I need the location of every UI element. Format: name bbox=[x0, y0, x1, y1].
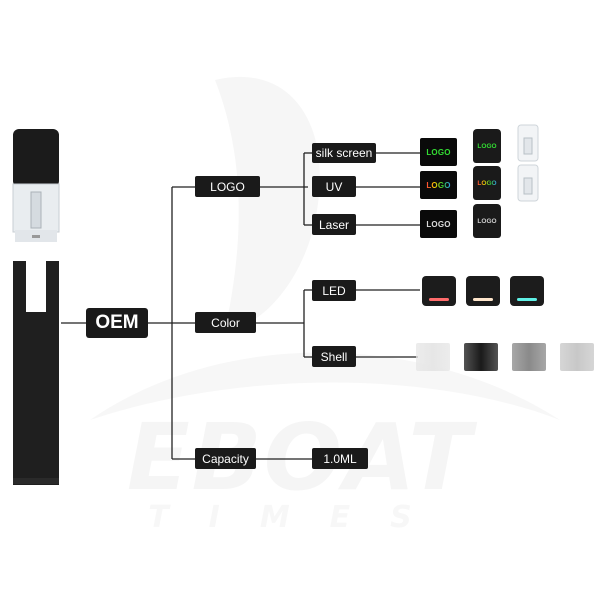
option-led-label: LED bbox=[322, 283, 346, 298]
uv-clear-cap bbox=[517, 164, 539, 202]
uv-cap-logo-text: LOGO bbox=[477, 179, 497, 187]
led-swatch bbox=[510, 276, 544, 306]
silk-screen-logo-card: LOGO bbox=[420, 138, 457, 166]
shell-swatch bbox=[464, 343, 498, 371]
uv-logo-text: LOGO bbox=[426, 180, 451, 190]
shell-swatch bbox=[560, 343, 594, 371]
watermark-tagline-text: TIMES bbox=[148, 500, 452, 535]
laser-logo-text: LOGO bbox=[426, 219, 451, 229]
led-swatch bbox=[422, 276, 456, 306]
option-led: LED bbox=[312, 280, 356, 301]
option-laser-label: Laser bbox=[318, 217, 350, 232]
battery-body bbox=[13, 261, 59, 485]
option-laser: Laser bbox=[312, 214, 356, 235]
branch-logo: LOGO bbox=[195, 176, 260, 197]
laser-logo-card: LOGO bbox=[420, 210, 457, 238]
led-swatch bbox=[466, 276, 500, 306]
watermark-leaf bbox=[215, 76, 320, 330]
option-silk-screen-label: silk screen bbox=[315, 146, 373, 160]
option-shell-label: Shell bbox=[320, 349, 348, 364]
root-node: OEM bbox=[86, 308, 148, 338]
battery-bottom bbox=[13, 478, 59, 484]
watermark-brand-text: EBOAT bbox=[126, 404, 474, 511]
branch-capacity-label: Capacity bbox=[202, 451, 249, 466]
option-uv-label: UV bbox=[325, 179, 343, 194]
root-label: OEM bbox=[95, 312, 139, 333]
device-illustration bbox=[12, 129, 60, 485]
pod-contact bbox=[32, 235, 40, 238]
option-silk-screen: silk screen bbox=[312, 143, 376, 163]
silk-screen-logo-text: LOGO bbox=[426, 147, 451, 157]
option-capacity-1ml: 1.0ML bbox=[312, 448, 368, 469]
branch-capacity: Capacity bbox=[195, 448, 256, 469]
led-swatches bbox=[422, 276, 544, 306]
pod-cap bbox=[13, 129, 59, 187]
led-light-band bbox=[517, 298, 537, 301]
option-shell: Shell bbox=[312, 346, 356, 367]
led-light-band bbox=[429, 298, 449, 301]
shell-swatches bbox=[416, 343, 594, 371]
silk-screen-cap-logo-text: LOGO bbox=[477, 142, 497, 150]
option-capacity-1ml-label: 1.0ML bbox=[323, 451, 357, 466]
silk-screen-black-cap: LOGO bbox=[473, 129, 501, 163]
pod-coil bbox=[30, 191, 42, 229]
silk-screen-clear-cap bbox=[517, 124, 539, 162]
shell-swatch bbox=[416, 343, 450, 371]
shell-swatch bbox=[512, 343, 546, 371]
branch-logo-label: LOGO bbox=[210, 179, 245, 194]
branch-color-label: Color bbox=[211, 315, 240, 330]
uv-black-cap: LOGO bbox=[473, 166, 501, 200]
option-uv: UV bbox=[312, 176, 356, 197]
led-light-band bbox=[473, 298, 493, 301]
laser-black-cap: LOGO bbox=[473, 204, 501, 238]
uv-logo-card: LOGO bbox=[420, 171, 457, 199]
branch-color: Color bbox=[195, 312, 256, 333]
laser-cap-logo-text: LOGO bbox=[477, 217, 497, 225]
